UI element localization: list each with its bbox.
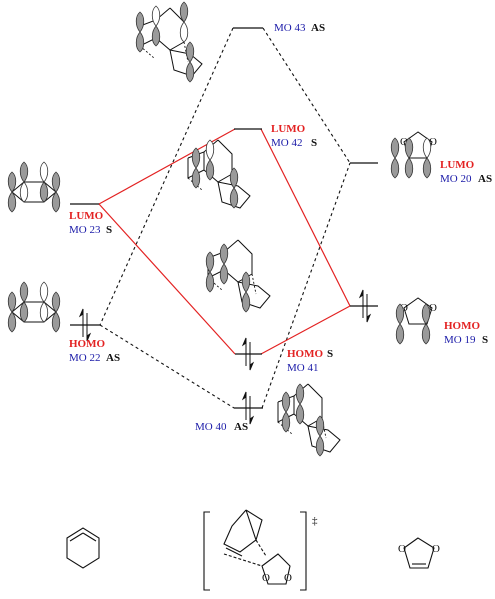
svg-text:O: O: [398, 543, 406, 555]
transition-state-structure: O O: [203, 509, 307, 591]
svg-text:O: O: [262, 572, 270, 584]
energy-levels: [70, 27, 378, 409]
cyclohexadiene-structure: [66, 527, 100, 569]
ts-orbital-mo42: [187, 139, 251, 209]
label-mo43: MO 43 AS: [274, 22, 325, 34]
svg-text:LUMO: LUMO: [271, 123, 306, 135]
dioxole-orbital-mo19: [395, 297, 438, 345]
svg-text:MO 43: MO 43: [274, 22, 306, 34]
svg-text:AS: AS: [478, 173, 492, 185]
svg-text:S: S: [482, 334, 488, 346]
dioxole-structure: O O: [398, 537, 440, 569]
svg-text:S: S: [106, 224, 112, 236]
svg-text:HOMO: HOMO: [69, 338, 105, 350]
ts-orbital-mo40: [277, 383, 341, 457]
svg-text:MO 20: MO 20: [440, 173, 472, 185]
electron-pairs: [78, 289, 372, 425]
label-mo23: LUMO MO 23 S: [69, 210, 112, 236]
svg-text:LUMO: LUMO: [69, 210, 104, 222]
svg-text:S: S: [327, 348, 333, 360]
svg-text:O: O: [284, 572, 292, 584]
svg-text:MO 40: MO 40: [195, 421, 227, 433]
correlation-lines-red: [98, 128, 351, 355]
cyclohexadiene-orbital-mo22: [7, 281, 61, 333]
ts-orbital-mo41: [205, 239, 271, 313]
svg-text:AS: AS: [311, 22, 325, 34]
svg-text:MO 19: MO 19: [444, 334, 476, 346]
label-mo42: LUMO MO 42 S: [271, 123, 317, 149]
svg-text:MO 22: MO 22: [69, 352, 100, 364]
svg-text:S: S: [311, 137, 317, 149]
svg-text:HOMO: HOMO: [287, 348, 323, 360]
svg-text:HOMO: HOMO: [444, 320, 480, 332]
svg-text:MO 42: MO 42: [271, 137, 302, 149]
correlation-lines-dashed: [99, 27, 351, 409]
ts-orbital-mo43: [135, 1, 203, 83]
svg-text:MO 41: MO 41: [287, 362, 318, 374]
svg-text:LUMO: LUMO: [440, 159, 475, 171]
dioxole-orbital-mo20: [390, 131, 438, 179]
svg-text:AS: AS: [234, 421, 248, 433]
label-mo22: HOMO MO 22 AS: [69, 338, 120, 364]
label-mo40: MO 40 AS: [195, 421, 248, 433]
svg-text:O: O: [432, 543, 440, 555]
label-mo19: HOMO MO 19 S: [444, 320, 488, 346]
cyclohexadiene-orbital-mo23: [7, 161, 61, 213]
double-dagger-mark: ‡: [312, 515, 318, 527]
label-mo20: LUMO MO 20 AS: [440, 159, 492, 185]
svg-text:AS: AS: [106, 352, 120, 364]
label-mo41: HOMO S MO 41: [287, 348, 333, 374]
svg-text:MO 23: MO 23: [69, 224, 101, 236]
